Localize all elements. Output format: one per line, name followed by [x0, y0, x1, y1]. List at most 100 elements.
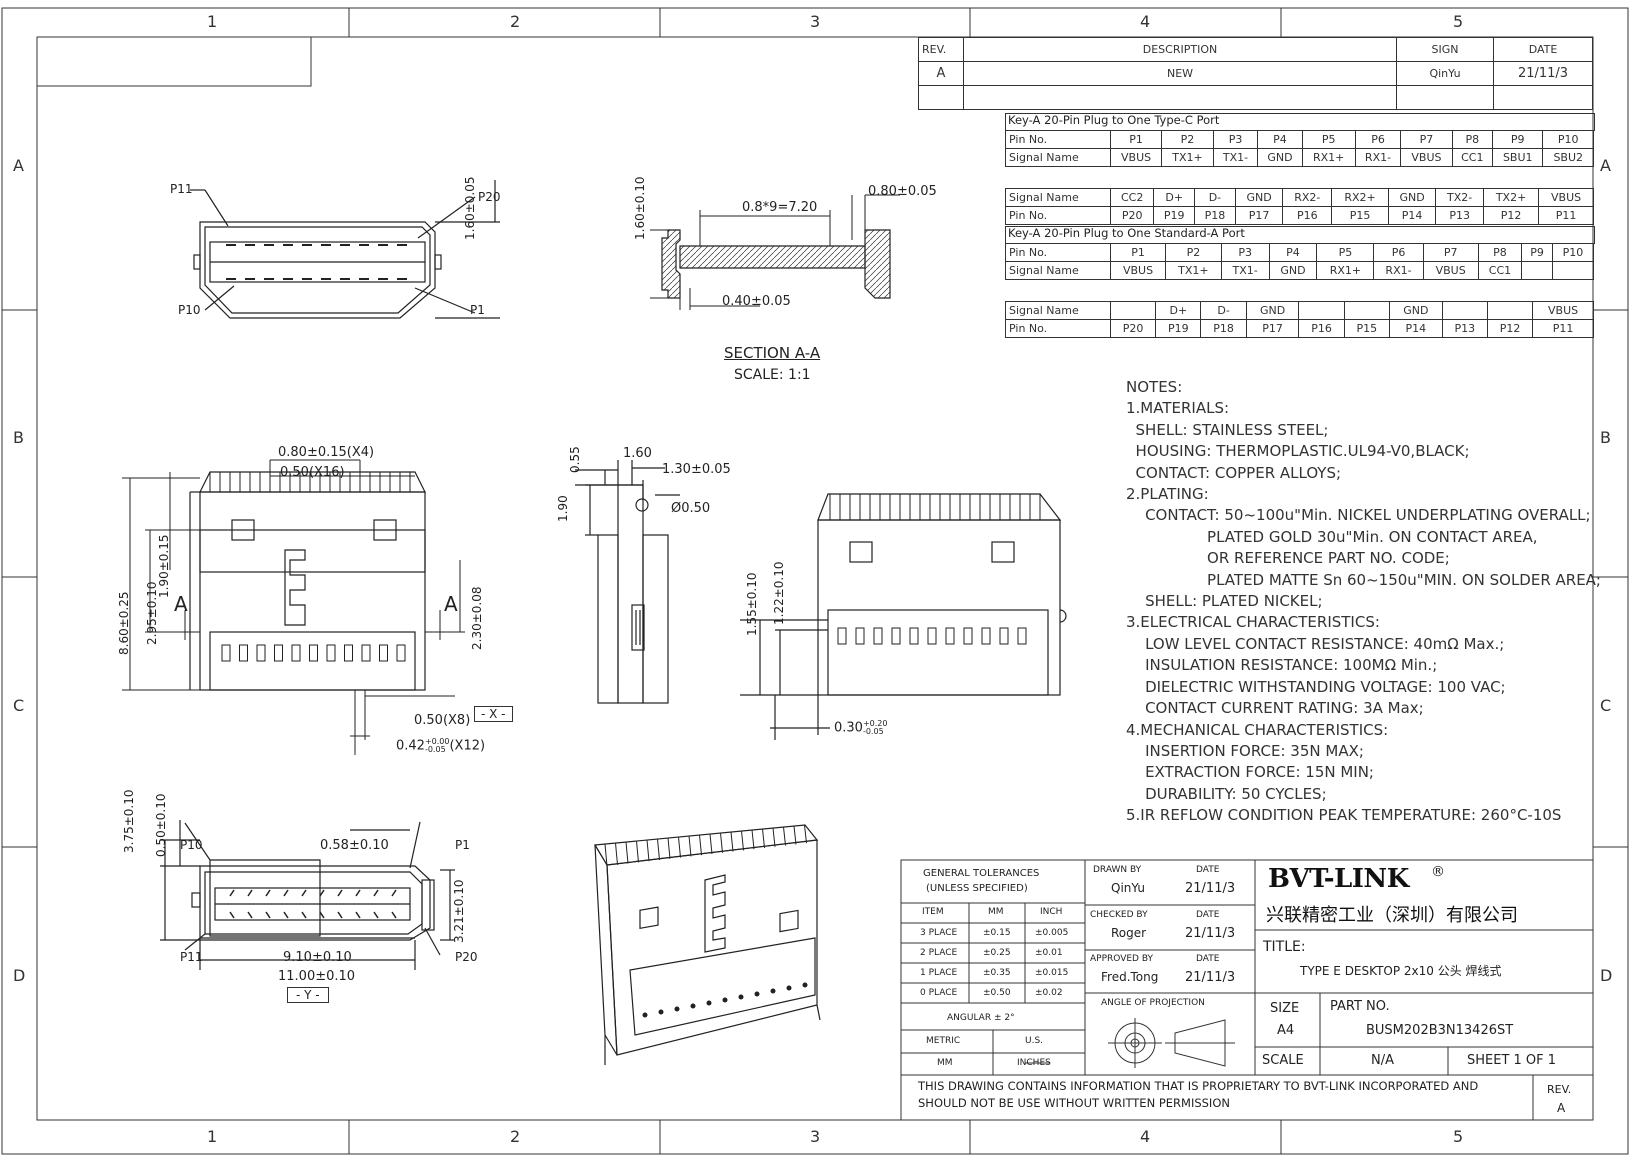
pin-table-cell: P7 — [1400, 130, 1453, 149]
pin-table-cell: CC2 — [1109, 188, 1155, 207]
drawing-title: TYPE E DESKTOP 2x10 公头 焊线式 — [1300, 964, 1502, 978]
revision-block: REV. DESCRIPTION SIGN DATE A NEW QinYu 2… — [918, 37, 1593, 110]
solder-pin — [239, 644, 248, 662]
shell-fin — [646, 839, 650, 862]
tolerance-col-inch: INCH — [1040, 907, 1063, 917]
contact-pin — [337, 911, 343, 919]
pin-table-row-label: Signal Name — [1005, 148, 1111, 167]
section-pitch-dim: 0.8*9=7.20 — [742, 200, 818, 215]
side-dim-d2: 1.60 — [623, 446, 652, 461]
pin-table-cell: P4 — [1268, 243, 1318, 262]
tolerance-cell: 0 PLACE — [920, 988, 958, 998]
pin-table-cell: P5 — [1316, 243, 1375, 262]
rev-value: A — [1557, 1101, 1566, 1115]
top-view-p11-label: P11 — [170, 182, 193, 196]
pin-width-tol-up: +0.00 — [424, 737, 450, 746]
tolerance-cell: 1 PLACE — [920, 968, 958, 978]
tolerance-us: U.S. — [1025, 1036, 1044, 1046]
shell-fin — [762, 828, 765, 849]
pin-table-cell: P15 — [1331, 206, 1389, 225]
pin-width-tol-down: -0.05 — [424, 745, 446, 754]
pin-table-cell: P12 — [1482, 206, 1540, 225]
zone-col-5-bottom: 5 — [1453, 1127, 1464, 1146]
contact-pin — [355, 911, 361, 919]
shell-fin — [604, 843, 608, 867]
pin-table-cell: SBU1 — [1492, 148, 1544, 167]
tolerance-cell: ±0.25 — [983, 948, 1011, 958]
pin-table-cell: GND — [1387, 188, 1437, 207]
contact-pin — [373, 889, 379, 897]
solder-pin — [981, 627, 991, 645]
back-view-drawing — [740, 493, 1067, 740]
solder-pin — [221, 644, 231, 662]
proprietary-line-2: SHOULD NOT BE USE WITHOUT WRITTEN PERMIS… — [918, 1096, 1230, 1110]
shell-fin — [804, 824, 807, 844]
pin-table-cell: P18 — [1194, 206, 1236, 225]
notes-line: DIELECTRIC WITHSTANDING VOLTAGE: 100 VAC… — [1126, 677, 1506, 696]
section-scale: SCALE: 1:1 — [734, 367, 811, 383]
notes-line: PLATED GOLD 30u"Min. ON CONTACT AREA, — [1126, 527, 1538, 546]
contact-pin — [391, 911, 397, 919]
shell-fin — [772, 827, 776, 847]
solder-pin — [999, 627, 1009, 645]
pin-table-cell: RX1+ — [1301, 148, 1356, 167]
pin-width-count: (X12) — [449, 738, 486, 754]
bottom-p11-label: P11 — [180, 950, 203, 964]
shell-fin — [667, 837, 671, 859]
pin-table-cell: P16 — [1298, 319, 1345, 338]
contact-pin — [247, 889, 253, 897]
pin-table-cell: TX1- — [1220, 261, 1270, 280]
solder-pin — [1017, 627, 1027, 645]
drawn-by-date: 21/11/3 — [1185, 881, 1236, 896]
solder-pin — [274, 644, 283, 662]
rev-header: REV. — [918, 37, 964, 62]
front-section-marker-left: A — [174, 592, 188, 616]
solder-pin — [309, 644, 318, 662]
contact-pin — [229, 889, 235, 897]
bottom-dim-w1: 0.58±0.10 — [320, 838, 389, 853]
pin-table-cell: VBUS — [1109, 148, 1163, 167]
shell-fin — [709, 833, 713, 855]
solder-dot — [706, 1000, 712, 1006]
isometric-view-drawing — [593, 824, 821, 1065]
checked-by-label: CHECKED BY — [1090, 910, 1148, 920]
solder-pin — [291, 644, 301, 662]
pin-table-cell: SBU2 — [1542, 148, 1594, 167]
pin-table-cell: P12 — [1486, 319, 1534, 338]
solder-dot — [786, 985, 792, 991]
solder-dot — [722, 997, 728, 1003]
solder-dot — [658, 1009, 664, 1015]
pin-table-cell: P19 — [1153, 206, 1196, 225]
approved-by-name: Fred.Tong — [1101, 970, 1159, 984]
contact-pin — [265, 889, 271, 897]
pin-table-cell: RX1+ — [1316, 261, 1375, 280]
checked-by-date: 21/11/3 — [1185, 926, 1236, 941]
pin-table-cell: RX1- — [1373, 261, 1424, 280]
contact-pin — [391, 889, 397, 897]
solder-dot — [690, 1003, 696, 1009]
pin-table-row-label: Pin No. — [1005, 130, 1111, 149]
contact-pin — [337, 889, 343, 897]
checked-by-date-label: DATE — [1196, 910, 1220, 920]
notes-line: INSERTION FORCE: 35N MAX; — [1126, 741, 1364, 760]
solder-pin — [873, 627, 883, 645]
drawn-by-date-label: DATE — [1196, 865, 1220, 875]
pin-table-cell: TX1- — [1212, 148, 1259, 167]
notes-line: 3.ELECTRICAL CHARACTERISTICS: — [1126, 613, 1380, 632]
shell-fin — [730, 831, 734, 852]
notes-line: DURABILITY: 50 CYCLES; — [1126, 784, 1327, 803]
tolerance-cell: ±0.02 — [1035, 988, 1063, 998]
shell-fin — [636, 840, 639, 863]
zone-col-2-top: 2 — [510, 12, 521, 31]
size-value: A4 — [1277, 1023, 1295, 1038]
zone-row-b-right: B — [1600, 428, 1611, 447]
zone-col-2-bottom: 2 — [510, 1127, 521, 1146]
pin-table-cell: P15 — [1343, 319, 1390, 338]
solder-dot — [674, 1006, 680, 1012]
contact-pin — [319, 911, 325, 919]
back-d1-tol-down: -0.05 — [862, 727, 884, 736]
